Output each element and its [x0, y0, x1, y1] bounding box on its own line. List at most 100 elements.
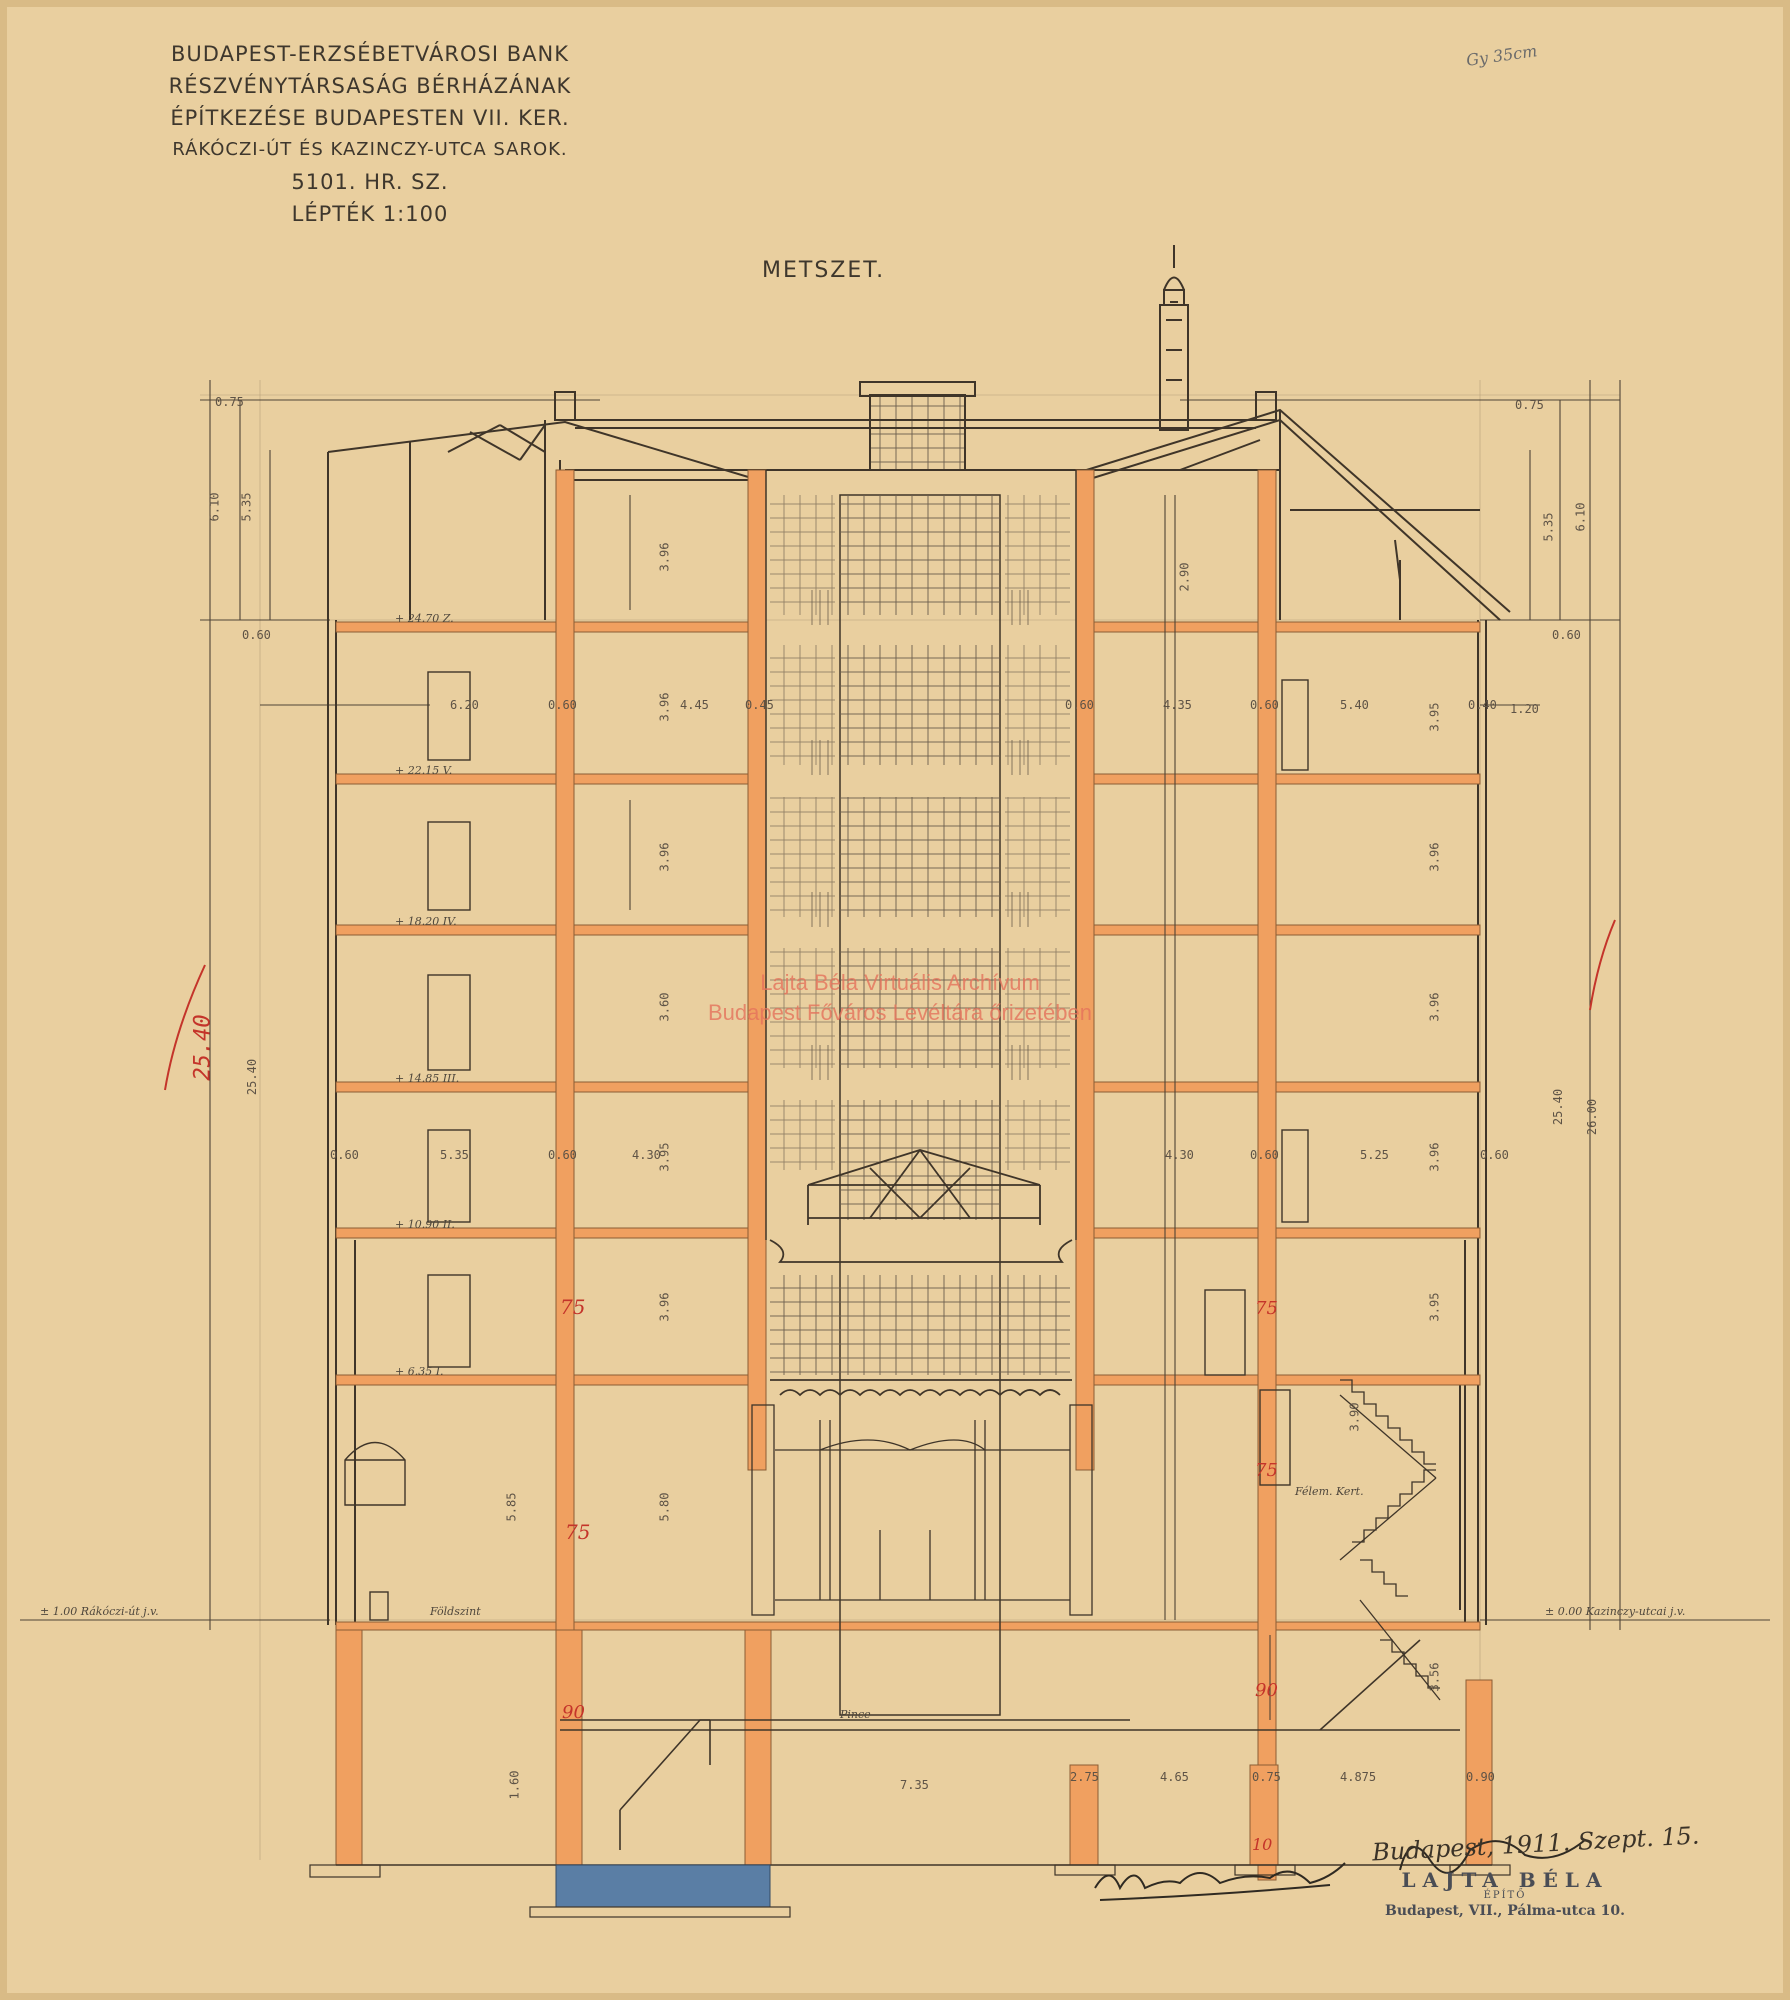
- dim-base-e: 4.875: [1340, 1770, 1377, 1784]
- doors-right: [1204, 679, 1309, 1486]
- red-mark-7: 10: [1252, 1835, 1273, 1854]
- dim-base-b: 2.75: [1070, 1770, 1099, 1784]
- dim-width-c: 4.45: [680, 698, 709, 712]
- dim-floor-p: 3.90: [1347, 1402, 1362, 1432]
- dim-red-height: 25.40: [190, 1014, 216, 1081]
- stamp-signature: [1399, 1839, 1586, 1874]
- foundation-blue: [555, 1864, 771, 1908]
- dim-base-d: 0.75: [1252, 1770, 1281, 1784]
- red-mark-4: 75: [1255, 1460, 1278, 1481]
- red-mark-6: 90: [1255, 1680, 1278, 1701]
- dim-floor-l: 3.96: [1427, 992, 1442, 1022]
- section-title: METSZET.: [762, 258, 886, 283]
- dim-width-b: 0.60: [548, 698, 577, 712]
- dim-floor-f: 3.96: [657, 1292, 672, 1322]
- dim-floor-a: 3.96: [657, 542, 672, 572]
- level-mezz: Félem. Kert.: [1295, 1485, 1364, 1498]
- dim-floor-n: 3.95: [1427, 1292, 1442, 1322]
- dim-base-c: 4.65: [1160, 1770, 1189, 1784]
- red-mark-2: 75: [565, 1520, 591, 1544]
- basement: [336, 1639, 1492, 1866]
- level-fourth: + 18.20 IV.: [395, 915, 457, 928]
- outer-walls: [327, 620, 1487, 1625]
- level-second: + 10.90 II.: [395, 1218, 455, 1231]
- dim-total-far-right: 26.00: [1585, 1098, 1600, 1136]
- dim-floor-m: 3.96: [1427, 1142, 1442, 1172]
- level-ground: Földszint: [430, 1605, 481, 1618]
- archive-watermark: Lajta Béla Virtuális Archívum Budapest F…: [640, 968, 1160, 1028]
- dim-floor-i: 2.90: [1177, 562, 1192, 592]
- banking-hall: [751, 1404, 1093, 1616]
- level-fifth: + 22.15 V.: [395, 764, 453, 777]
- dim-total-left: 25.40: [245, 1058, 260, 1096]
- partitions: [629, 495, 1271, 1720]
- dim-width-h: 5.40: [1340, 698, 1369, 712]
- dim-width-a: 6.20: [450, 698, 479, 712]
- level-third: + 14.85 III.: [395, 1072, 460, 1085]
- doors-left: [344, 671, 471, 1621]
- dim-width-o: 4.30: [1165, 1148, 1194, 1162]
- title-line-6: LÉPTÉK 1:100: [291, 202, 449, 226]
- dim-floor-c: 3.96: [657, 842, 672, 872]
- dim-width-f: 4.35: [1163, 698, 1192, 712]
- title-block: BUDAPEST-ERZSÉBETVÁROSI BANK RÉSZVÉNYTÁR…: [150, 38, 590, 230]
- dim-cornice-right: 0.60: [1552, 628, 1581, 642]
- level-basement: Pince: [840, 1708, 871, 1721]
- title-line-3: ÉPÍTKEZÉSE BUDAPESTEN VII. KER.: [170, 106, 570, 130]
- red-mark-3: 75: [1255, 1298, 1278, 1319]
- dim-floor-h: 5.85: [504, 1492, 519, 1522]
- dim-width-g: 0.60: [1250, 698, 1279, 712]
- dimension-lines: [20, 380, 1770, 1630]
- stamp-address: Budapest, VII., Pálma-utca 10.: [1385, 1903, 1625, 1919]
- dim-width-q: 5.25: [1360, 1148, 1389, 1162]
- level-street-right: ± 0.00 Kazinczy-utcai j.v.: [1545, 1605, 1686, 1618]
- level-first: + 6.35 I.: [395, 1365, 444, 1378]
- dim-cornice-left: 0.60: [242, 628, 271, 642]
- dim-width-r: 0.60: [1480, 1148, 1509, 1162]
- red-mark-5: 90: [562, 1702, 585, 1723]
- dim-width-n: 4.30: [632, 1148, 661, 1162]
- dim-width-d: 0.45: [745, 698, 774, 712]
- watermark-line-1: Lajta Béla Virtuális Archívum: [760, 970, 1040, 995]
- roof: [327, 245, 1511, 621]
- level-attic: + 24.70 Z.: [395, 612, 454, 625]
- dim-floor-b: 3.96: [657, 692, 672, 722]
- dim-width-e: 0.60: [1065, 698, 1094, 712]
- footings: [309, 1864, 1511, 1918]
- red-mark-1: 75: [560, 1295, 586, 1319]
- dim-floor-d: 3.60: [657, 992, 672, 1022]
- dim-base-a: 7.35: [900, 1778, 929, 1792]
- dim-width-m: 0.60: [548, 1148, 577, 1162]
- right-stair: [1339, 1379, 1441, 1701]
- stamp-role: ÉPÍTŐ: [1483, 1890, 1527, 1901]
- court-truss: [769, 1149, 1073, 1397]
- dim-roof-right-inner: 5.35: [1541, 512, 1556, 542]
- dim-floor-g: 5.80: [657, 1492, 672, 1522]
- dim-total-right: 25.40: [1551, 1088, 1566, 1126]
- dim-floor-j: 3.95: [1427, 702, 1442, 732]
- title-line-2: RÉSZVÉNYTÁRSASÁG BÉRHÁZÁNAK: [168, 74, 572, 98]
- dim-roof-right-outer: 6.10: [1573, 502, 1588, 532]
- dim-base-g: 1.60: [507, 1770, 522, 1800]
- dim-base-f: 0.90: [1466, 1770, 1495, 1784]
- dim-width-p: 0.60: [1250, 1148, 1279, 1162]
- dim-floor-k: 3.96: [1427, 842, 1442, 872]
- dim-roof-left-inner: 5.35: [239, 492, 254, 522]
- title-line-4: RÁKÓCZI-ÚT ÉS KAZINCZY-UTCA SAROK.: [172, 139, 568, 160]
- level-street-left: ± 1.00 Rákóczi-út j.v.: [40, 1605, 159, 1618]
- dim-width-l: 5.35: [440, 1148, 469, 1162]
- dim-width-j: 1.20: [1510, 702, 1539, 716]
- columns: [335, 469, 1493, 1881]
- dim-width-k: 0.60: [330, 1148, 359, 1162]
- title-line-5: 5101. HR. SZ.: [291, 170, 449, 194]
- stamp-name: LAJTA BÉLA: [1401, 1868, 1609, 1892]
- red-pencil-marks: [164, 919, 1616, 1091]
- title-line-1: BUDAPEST-ERZSÉBETVÁROSI BANK: [171, 42, 569, 66]
- architect-signature: [1094, 1862, 1346, 1901]
- dim-top-left: 0.75: [215, 395, 244, 409]
- dim-floor-o: 3.56: [1427, 1662, 1442, 1692]
- dim-width-i: 0.40: [1468, 698, 1497, 712]
- architect-stamp: LAJTA BÉLA ÉPÍTŐ Budapest, VII., Pálma-u…: [1380, 1868, 1630, 1919]
- dim-top-right: 0.75: [1515, 398, 1544, 412]
